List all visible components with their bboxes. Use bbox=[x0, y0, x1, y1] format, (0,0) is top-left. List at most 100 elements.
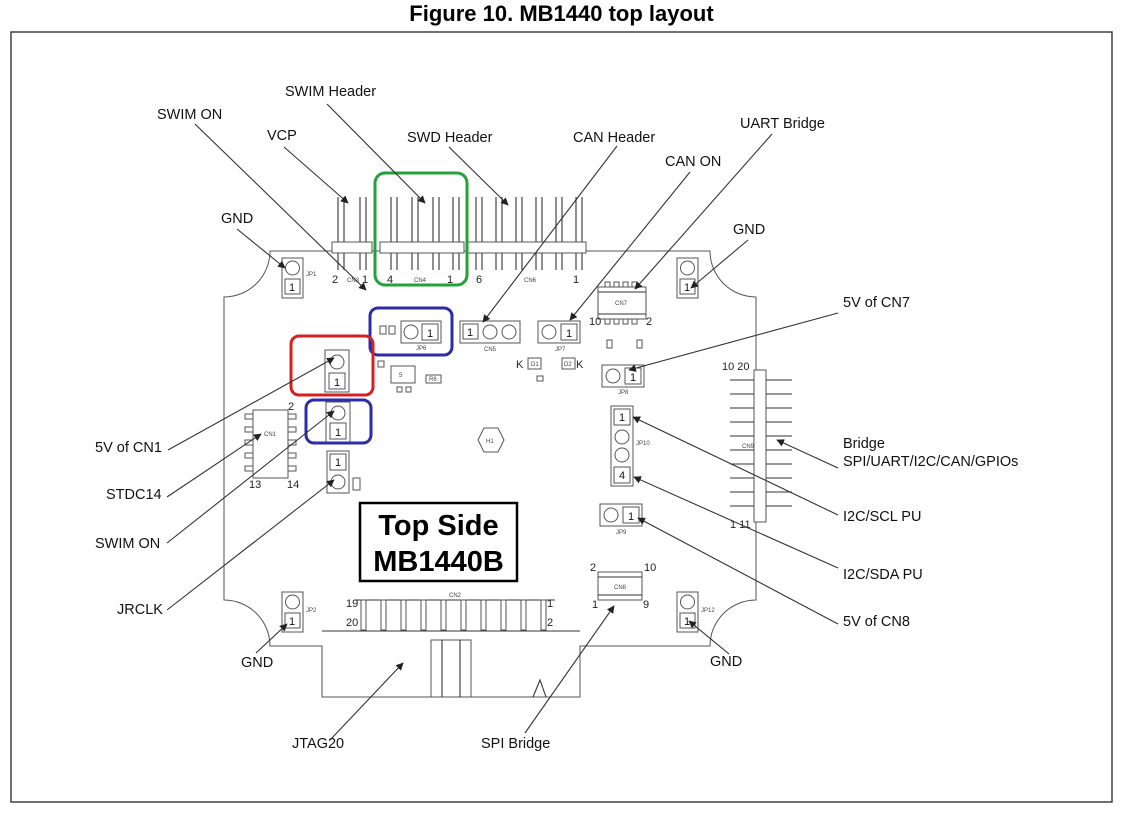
cn7-silk: CN7 bbox=[615, 301, 628, 307]
cn8-pin1: 1 bbox=[592, 599, 598, 611]
diodes bbox=[527, 357, 576, 382]
d2-silk: D2 bbox=[564, 362, 572, 368]
board-name-box bbox=[358, 501, 519, 583]
u5-silk: 5 bbox=[399, 373, 403, 379]
d2-k: K bbox=[576, 359, 584, 371]
label-5v-cn1: 5V of CN1 bbox=[95, 440, 162, 456]
label-gnd-bottom-right: GND bbox=[710, 654, 742, 670]
label-swim-on-top: SWIM ON bbox=[157, 107, 222, 123]
cn6-pin6: 6 bbox=[476, 274, 482, 286]
cn8-silk: CN8 bbox=[614, 585, 627, 591]
label-swim-header: SWIM Header bbox=[285, 84, 376, 100]
label-swim-on-left: SWIM ON bbox=[95, 536, 160, 552]
jp2-silk: JP2 bbox=[306, 608, 317, 614]
cn1-connector bbox=[244, 409, 297, 479]
swim-header-highlight bbox=[373, 171, 469, 287]
label-jtag20: JTAG20 bbox=[292, 736, 344, 752]
figure-title: Figure 10. MB1440 top layout bbox=[409, 1, 714, 26]
label-can-on: CAN ON bbox=[665, 154, 721, 170]
label-bridge-2: SPI/UART/I2C/CAN/GPIOs bbox=[843, 454, 1018, 470]
label-swd-header: SWD Header bbox=[407, 130, 493, 146]
label-uart-bridge: UART Bridge bbox=[740, 116, 825, 132]
cn8-pin9: 9 bbox=[643, 599, 649, 611]
jp6-pin1: 1 bbox=[427, 328, 433, 340]
cn4-silk: CN4 bbox=[414, 278, 427, 284]
cn7-pin2: 2 bbox=[646, 316, 652, 328]
cn5-silk: CN5 bbox=[484, 347, 497, 353]
jp9-jumper bbox=[599, 503, 643, 527]
cn6-pin1: 1 bbox=[573, 274, 579, 286]
jp2-jumper bbox=[281, 591, 304, 633]
cn7-pin10: 10 bbox=[589, 316, 601, 328]
cn6-silk: CN6 bbox=[524, 278, 537, 284]
cn1-silk: CN1 bbox=[264, 432, 277, 438]
cn9-connector bbox=[730, 369, 792, 523]
jp1-pin1: 1 bbox=[289, 282, 295, 294]
cn4-pin4: 4 bbox=[387, 274, 393, 286]
jp12-silk: JP12 bbox=[701, 608, 715, 614]
u5-chip bbox=[377, 360, 442, 393]
label-can-header: CAN Header bbox=[573, 130, 655, 146]
label-gnd-bottom-left: GND bbox=[241, 655, 273, 671]
h1-silk: H1 bbox=[486, 439, 494, 445]
cn3-silk: CN3 bbox=[347, 278, 360, 284]
jp10-silk: JP10 bbox=[636, 441, 650, 447]
jp10-pin1: 1 bbox=[619, 412, 625, 424]
jp12-pin1: 1 bbox=[684, 616, 690, 628]
cn1-pin13: 13 bbox=[249, 479, 261, 491]
jp10-jumper bbox=[610, 405, 634, 487]
board-name-line2: MB1440B bbox=[373, 546, 504, 578]
leader-lines bbox=[166, 103, 839, 741]
cn8-pin2: 2 bbox=[590, 562, 596, 574]
cn1-pin2: 2 bbox=[288, 401, 294, 413]
cn2-pin1: 1 bbox=[547, 598, 553, 610]
jp6-silk: JP6 bbox=[416, 346, 427, 352]
label-i2c-scl: I2C/SCL PU bbox=[843, 509, 921, 525]
cn2-pin20: 20 bbox=[346, 617, 358, 629]
jp1-silk: JP1 bbox=[306, 272, 317, 278]
jp8-pin1: 1 bbox=[630, 372, 636, 384]
jp5-highlight bbox=[304, 398, 373, 445]
cn3-pin2: 2 bbox=[332, 274, 338, 286]
cn2-pin2: 2 bbox=[547, 617, 553, 629]
cn7-connector bbox=[597, 281, 647, 349]
label-spi-bridge: SPI Bridge bbox=[481, 736, 550, 752]
jp6-highlight bbox=[368, 306, 454, 357]
jp5-jumper bbox=[325, 401, 351, 443]
r6-silk: R6 bbox=[429, 377, 437, 383]
cn4-pin1: 1 bbox=[447, 274, 453, 286]
jp8-jumper bbox=[601, 364, 645, 388]
label-i2c-sda: I2C/SDA PU bbox=[843, 567, 923, 583]
jrclk-jumper bbox=[326, 450, 361, 494]
label-5v-cn7: 5V of CN7 bbox=[843, 295, 910, 311]
d1-silk: D1 bbox=[531, 362, 539, 368]
label-gnd-top-left: GND bbox=[221, 211, 253, 227]
cn8-connector bbox=[597, 571, 643, 601]
figure-frame bbox=[10, 31, 1113, 803]
jp9-silk: JP9 bbox=[616, 530, 627, 536]
cn9-pins-top: 10 20 bbox=[722, 361, 750, 373]
label-vcp: VCP bbox=[267, 128, 297, 144]
cn9-silk: CN9 bbox=[742, 444, 755, 450]
label-gnd-top-right: GND bbox=[733, 222, 765, 238]
label-5v-cn8: 5V of CN8 bbox=[843, 614, 910, 630]
cn1-pin14: 14 bbox=[287, 479, 299, 491]
jp9-pin1: 1 bbox=[628, 511, 634, 523]
jrclk-pin1: 1 bbox=[335, 457, 341, 469]
jp4-highlight bbox=[289, 334, 375, 397]
cn8-pin10: 10 bbox=[644, 562, 656, 574]
jp4-pin1: 1 bbox=[334, 377, 340, 389]
board-name-line1: Top Side bbox=[378, 510, 498, 542]
jp7-silk: JP7 bbox=[555, 347, 566, 353]
jp6-jumper bbox=[379, 320, 442, 344]
jp4-jumper bbox=[324, 349, 350, 393]
top-header-pins bbox=[331, 197, 587, 270]
jp2-pin1: 1 bbox=[289, 616, 295, 628]
d1-k: K bbox=[516, 359, 524, 371]
jp5-pin1: 1 bbox=[335, 427, 341, 439]
pcb-outline bbox=[223, 250, 757, 698]
jp10-pin4: 4 bbox=[619, 470, 625, 482]
label-stdc14: STDC14 bbox=[106, 487, 162, 503]
jp1-jumper bbox=[281, 257, 304, 299]
